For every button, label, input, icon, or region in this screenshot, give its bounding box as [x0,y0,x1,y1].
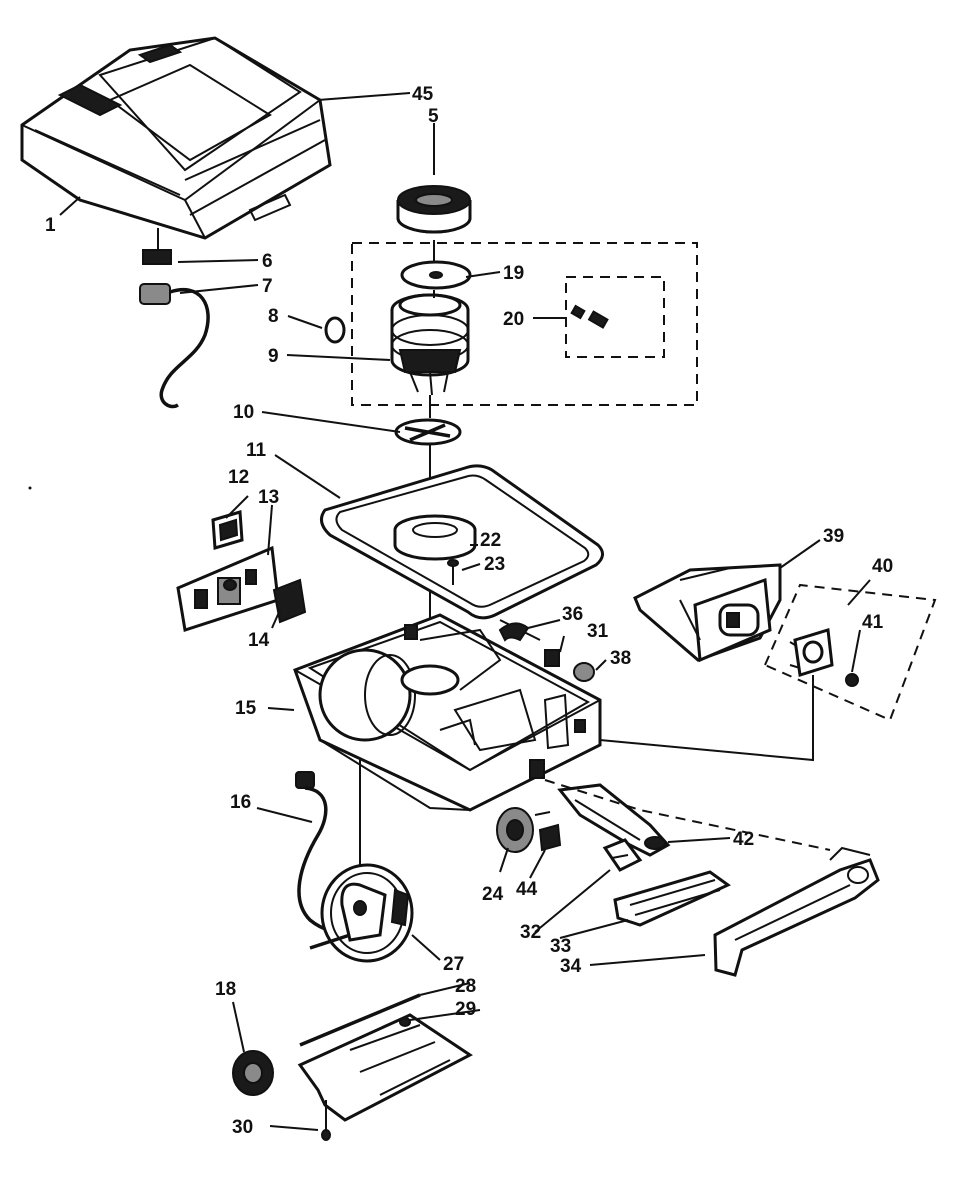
part-5-filter [396,185,472,234]
part-20-brushes [570,304,609,329]
callout-39: 39 [823,526,844,547]
callout-10: 10 [233,402,254,423]
part-41-nut [845,673,859,687]
callout-18: 18 [215,979,236,1000]
part-24-wheel [496,807,534,853]
socket-leader [599,675,814,762]
part-28-axle [299,993,421,1047]
part-38-knob [573,662,595,682]
callout-40: 40 [872,556,893,577]
callout-16: 16 [230,792,251,813]
callout-14: 14 [248,630,270,651]
callout-29: 29 [455,999,476,1020]
part-34-handle [713,846,880,977]
part-switch-and-cord [139,228,210,409]
callout-44: 44 [516,879,538,900]
callout-15: 15 [235,698,257,719]
callout-9: 9 [268,346,279,367]
part-32-clip [602,838,643,872]
motor-assembly-box [351,242,698,406]
part-14-switch [272,578,307,624]
callout-12: 12 [228,467,249,488]
callout-33: 33 [550,936,571,957]
part-31-latch [544,649,560,667]
part-15-housing [293,613,602,812]
callout-5: 5 [428,106,439,127]
callout-7: 7 [262,276,273,297]
part-19-disc [400,260,472,290]
part-29-bottom-plate [297,1013,473,1122]
callout-45: 45 [412,84,434,105]
callout-24: 24 [482,884,504,905]
callout-1: 1 [45,215,56,236]
callout-8: 8 [268,306,279,327]
callout-36: 36 [562,604,583,625]
part-22-seal [393,514,477,561]
part-40-socket [789,628,834,677]
part-top-cover [20,36,332,240]
callout-38: 38 [610,648,631,669]
part-39-attachment [633,563,782,663]
callout-27: 27 [443,954,464,975]
part-36-clip [498,622,530,642]
part-8-bushing [324,316,346,344]
part-23-screw [447,559,459,585]
part-10-fan [394,418,462,446]
callout-19: 19 [503,263,524,284]
callout-20: 20 [503,309,524,330]
callout-41: 41 [862,612,884,633]
callout-labels: 1 45 5 6 7 8 9 19 20 10 11 12 13 14 15 1… [45,84,893,1138]
callout-11: 11 [246,440,267,461]
callout-30: 30 [232,1117,253,1138]
leader-lines [59,92,871,1131]
part-40-box [763,583,937,722]
part-18-wheel [232,1050,274,1096]
part-13-switch-plate [176,545,280,632]
part-9-motor [390,293,470,396]
callout-23: 23 [484,554,505,575]
part-20-brush-box [565,276,665,358]
part-30-screw [321,1100,331,1141]
callout-42: 42 [733,829,754,850]
part-44-bracket [534,811,562,852]
callout-6: 6 [262,251,273,272]
part-42-retainer [544,779,831,857]
part-27-cord-reel [309,863,414,963]
part-33-bumper [613,870,731,927]
callout-34: 34 [560,956,582,977]
callout-28: 28 [455,976,476,997]
callout-13: 13 [258,487,279,508]
callout-31: 31 [587,621,609,642]
part-12-switch-cap [211,510,244,550]
callout-22: 22 [480,530,501,551]
callout-32: 32 [520,922,541,943]
speck [28,486,32,490]
